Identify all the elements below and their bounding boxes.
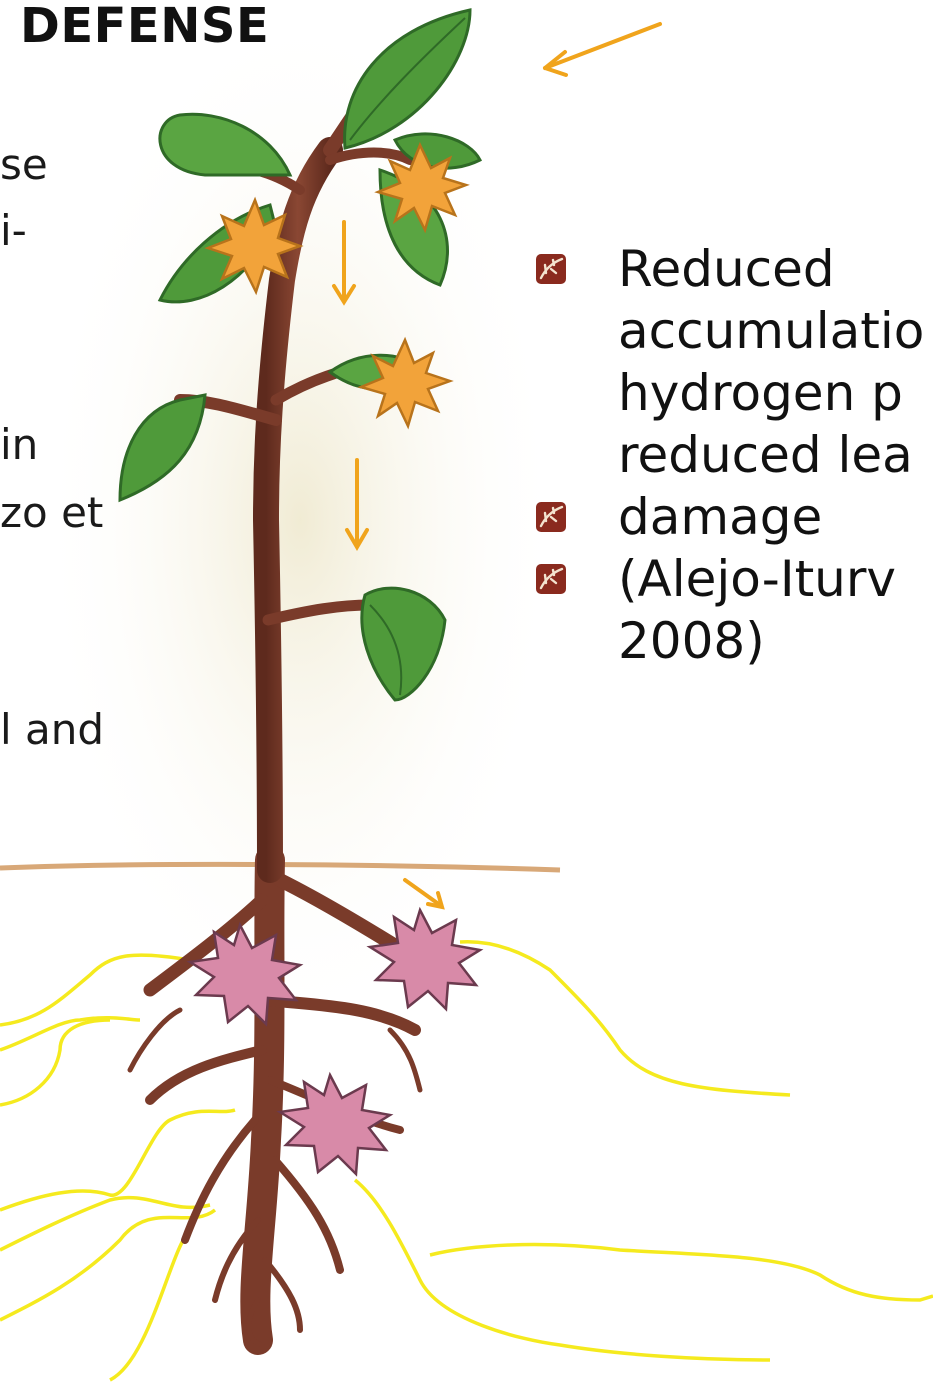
- bullet-list: Reduced accumulatio hydrogen p reduced l…: [530, 238, 924, 672]
- arrow-top: [545, 24, 660, 75]
- left-text-fragment: l and: [0, 705, 104, 754]
- leaf-bullet-icon: [534, 562, 568, 596]
- leaf-bullet-icon: [534, 252, 568, 286]
- bullet-line: hydrogen p: [618, 362, 924, 424]
- left-text-fragment: zo et: [0, 488, 103, 537]
- left-text-fragment: in: [0, 420, 38, 469]
- leaf-bullet-icon: [534, 500, 568, 534]
- bullet-line: reduced lea: [618, 424, 924, 486]
- bullet-item: Reduced accumulatio hydrogen p reduced l…: [530, 238, 924, 486]
- bullet-line: (Alejo-Iturv: [618, 548, 924, 610]
- bullet-line: damage: [618, 486, 924, 548]
- left-text-fragment: i-: [0, 206, 27, 255]
- slide-title: DEFENSE: [20, 0, 269, 54]
- bullet-item: damage: [530, 486, 924, 548]
- bullet-line: 2008): [618, 610, 924, 672]
- soil-outlines: [0, 942, 933, 1380]
- left-text-fragment: se: [0, 140, 48, 189]
- bullet-line: accumulatio: [618, 300, 924, 362]
- bullet-item: (Alejo-Iturv 2008): [530, 548, 924, 672]
- bullet-line: Reduced: [618, 238, 924, 300]
